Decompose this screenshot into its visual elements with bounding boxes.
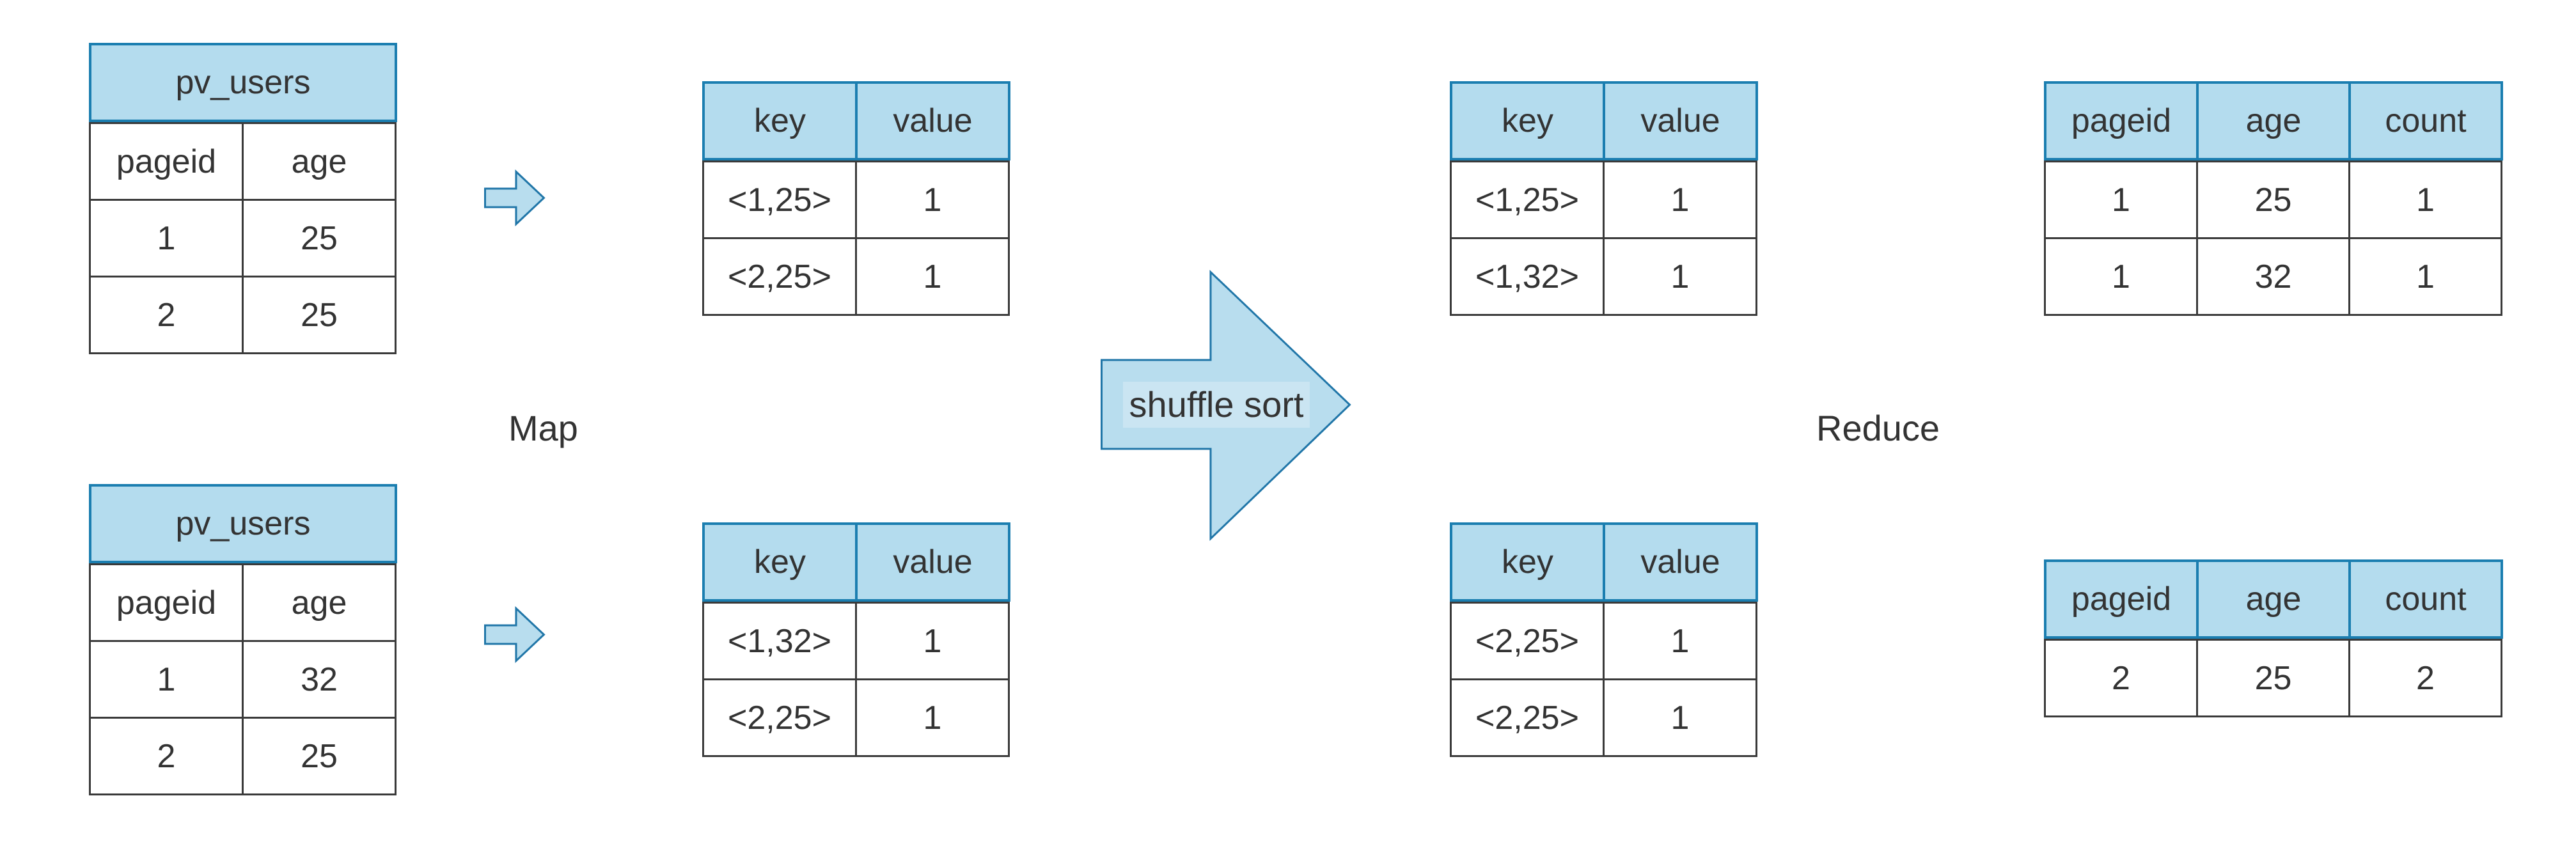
- data-cell: 25: [242, 199, 397, 277]
- column-header-cell: value: [855, 81, 1010, 160]
- data-cell: 1: [89, 199, 244, 277]
- table-body: <1,25>1<1,32>1: [1450, 160, 1757, 316]
- data-cell: 2: [2044, 639, 2198, 717]
- data-cell: 1: [1603, 678, 1757, 757]
- data-cell: 2: [2348, 639, 2502, 717]
- table-header: pv_users: [89, 484, 397, 563]
- map-stage-label: Map: [508, 408, 578, 448]
- data-cell: 1: [855, 602, 1010, 680]
- table-body: <1,25>1<2,25>1: [702, 160, 1010, 316]
- data-cell: 1: [855, 160, 1010, 239]
- data-cell: <1,25>: [1450, 160, 1605, 239]
- data-cell: 25: [242, 717, 397, 795]
- data-cell: <1,32>: [702, 602, 857, 680]
- column-header-cell: value: [1603, 81, 1758, 160]
- data-cell: <2,25>: [702, 237, 857, 316]
- data-cell: 1: [1603, 237, 1757, 316]
- column-header-cell: pageid: [2044, 559, 2199, 639]
- column-header-cell: count: [2348, 559, 2503, 639]
- column-header-cell: key: [702, 522, 858, 602]
- column-header-cell: pageid: [2044, 81, 2199, 160]
- table-title-cell: pv_users: [89, 484, 397, 563]
- big-right-arrow-icon: [1101, 269, 1351, 542]
- data-cell: <2,25>: [1450, 678, 1605, 757]
- data-cell: 1: [1603, 602, 1757, 680]
- data-cell: 1: [2348, 160, 2502, 239]
- data-cell: 1: [855, 678, 1010, 757]
- column-header-cell: age: [242, 563, 397, 642]
- column-header-cell: count: [2348, 81, 2503, 160]
- column-header-cell: age: [2196, 559, 2351, 639]
- data-cell: 1: [2044, 160, 2198, 239]
- column-header-cell: key: [1450, 522, 1605, 602]
- shuffle-sort-arrow-icon: [1101, 269, 1351, 542]
- column-header-cell: age: [2196, 81, 2351, 160]
- data-cell: 32: [2196, 237, 2350, 316]
- data-cell: 2: [89, 717, 244, 795]
- right-arrow-icon: [484, 606, 546, 663]
- column-header-cell: key: [1450, 81, 1605, 160]
- column-header-cell: pageid: [89, 563, 244, 642]
- data-cell: 2: [89, 276, 244, 354]
- shuffle-sort-label-box: shuffle sort: [1114, 360, 1319, 449]
- map-arrow-icon: [484, 169, 546, 226]
- data-cell: <1,25>: [702, 160, 857, 239]
- data-cell: 1: [2348, 237, 2502, 316]
- reduce-stage-label: Reduce: [1816, 408, 1940, 448]
- data-cell: <2,25>: [1450, 602, 1605, 680]
- data-cell: 25: [2196, 160, 2350, 239]
- table-body: <2,25>1<2,25>1: [1450, 602, 1757, 757]
- right-arrow-icon: [484, 169, 546, 226]
- data-cell: 1: [1603, 160, 1757, 239]
- shuffle-sort-label: shuffle sort: [1122, 381, 1310, 428]
- column-header-cell: key: [702, 81, 858, 160]
- table-header: pv_users: [89, 43, 397, 122]
- data-cell: 1: [855, 237, 1010, 316]
- table-body: <1,32>1<2,25>1: [702, 602, 1010, 757]
- data-cell: 25: [242, 276, 397, 354]
- column-header-cell: value: [1603, 522, 1758, 602]
- data-cell: <1,32>: [1450, 237, 1605, 316]
- column-header-cell: age: [242, 122, 397, 201]
- table-title-cell: pv_users: [89, 43, 397, 122]
- data-cell: <2,25>: [702, 678, 857, 757]
- data-cell: 1: [2044, 237, 2198, 316]
- map-arrow-icon: [484, 606, 546, 663]
- data-cell: 25: [2196, 639, 2350, 717]
- column-header-cell: value: [855, 522, 1010, 602]
- column-header-cell: pageid: [89, 122, 244, 201]
- data-cell: 1: [89, 640, 244, 719]
- data-cell: 32: [242, 640, 397, 719]
